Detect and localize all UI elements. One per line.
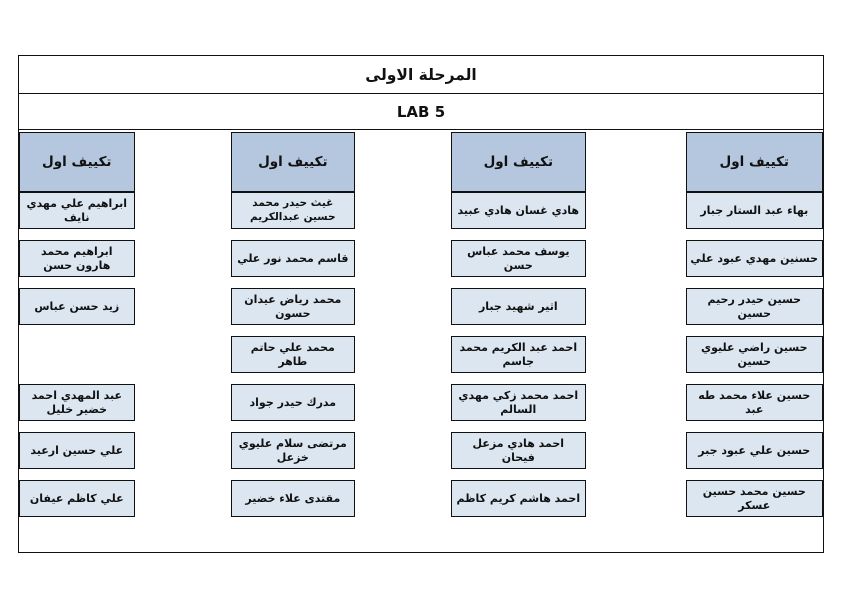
list-item: قاسم محمد نور علي — [230, 240, 356, 277]
list-item: احمد هاشم كريم كاظم — [451, 480, 586, 517]
list-item: غيث حيدر محمد حسين عبدالكريم — [230, 192, 356, 229]
list-item: ابراهيم محمد هارون حسن — [19, 240, 135, 277]
list-item: يوسف محمد عباس حسن — [451, 240, 586, 277]
list-item: علي حسين ارعيد — [19, 432, 135, 469]
list-item: حسين علاء محمد طه عبد — [685, 384, 823, 421]
list-item: هادي غسان هادي عبيد — [451, 192, 586, 229]
list-item: حسين حيدر رحيم حسين — [685, 288, 823, 325]
list-item: زيد حسن عباس — [19, 288, 135, 325]
list-item: حسين محمد حسين عسكر — [685, 480, 823, 517]
list-item: حسين علي عبود جبر — [685, 432, 823, 469]
lab-label: LAB 5 — [396, 102, 446, 121]
group-header-4: تكييف اول — [19, 132, 135, 192]
group-header-2: تكييف اول — [451, 132, 586, 192]
group-column-1: تكييف اول بهاء عبد الستار جبار حسنين مهد… — [594, 130, 823, 550]
group-column-4: تكييف اول ابراهيم علي مهدي نايف ابراهيم … — [19, 130, 145, 550]
group-column-3: تكييف اول غيث حيدر محمد حسين عبدالكريم ق… — [145, 130, 367, 550]
list-item: حسنين مهدي عبود علي — [685, 240, 823, 277]
assignment-table: المرحلة الاولى LAB 5 تكييف اول بهاء عبد … — [18, 55, 824, 553]
list-item: حسين راضي عليوي حسين — [685, 336, 823, 373]
list-item: مدرك حيدر جواد — [230, 384, 356, 421]
group-column-2: تكييف اول هادي غسان هادي عبيد يوسف محمد … — [366, 130, 593, 550]
list-item: محمد علي حاتم طاهر — [230, 336, 356, 373]
columns-container: تكييف اول بهاء عبد الستار جبار حسنين مهد… — [19, 130, 823, 550]
group-header-1: تكييف اول — [685, 132, 823, 192]
list-item: علي كاظم عيفان — [19, 480, 135, 517]
list-item: احمد محمد زكي مهدي السالم — [451, 384, 586, 421]
list-item: مقتدى علاء خضير — [230, 480, 356, 517]
table-title-row: المرحلة الاولى — [19, 56, 823, 94]
list-item: محمد رياض عيدان حسون — [230, 288, 356, 325]
list-item: اثير شهيد جبار — [451, 288, 586, 325]
table-lab-row: LAB 5 — [19, 94, 823, 130]
group-header-3: تكييف اول — [230, 132, 356, 192]
list-item: بهاء عبد الستار جبار — [685, 192, 823, 229]
list-item: ابراهيم علي مهدي نايف — [19, 192, 135, 229]
list-item-empty — [19, 336, 135, 373]
list-item: احمد هادي مزعل فيحان — [451, 432, 586, 469]
list-item: عبد المهدي احمد خضير خليل — [19, 384, 135, 421]
list-item: احمد عبد الكريم محمد جاسم — [451, 336, 586, 373]
list-item: مرتضى سلام عليوي خزعل — [230, 432, 356, 469]
page-title: المرحلة الاولى — [365, 65, 477, 84]
